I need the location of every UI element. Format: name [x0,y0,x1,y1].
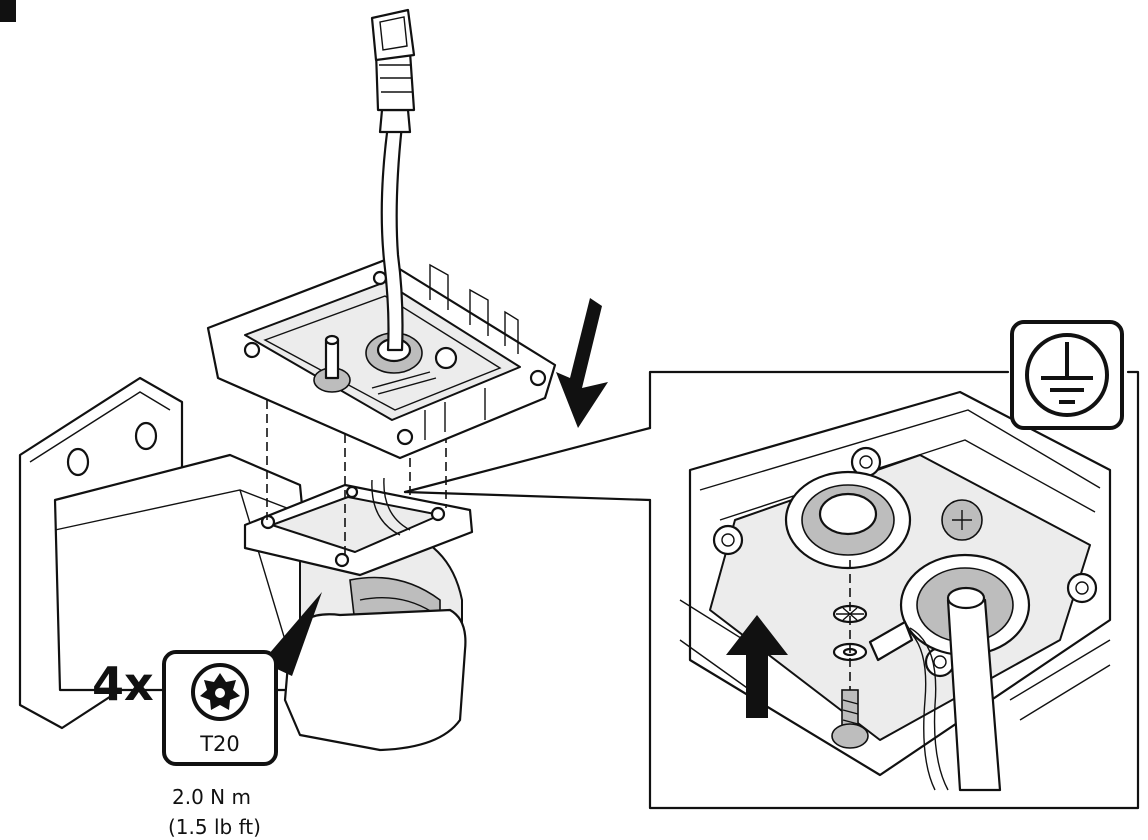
tool-badge: T20 [162,650,278,766]
connector-box [206,258,557,460]
step-badge [0,0,16,22]
protective-earth-icon [1025,333,1109,417]
network-cable [370,8,416,352]
wall-mount [18,376,474,752]
protective-earth-badge [1010,320,1124,430]
pointer-tool [262,592,322,676]
arrow-up-icon [726,615,788,718]
tool-size-label: T20 [199,732,240,756]
quantity-label: 4x [92,657,154,711]
arrow-down-icon [556,298,608,428]
torque-imperial: (1.5 lb ft) [168,815,261,839]
torque-metric: 2.0 N m [172,785,251,809]
detail-view [403,370,1140,810]
